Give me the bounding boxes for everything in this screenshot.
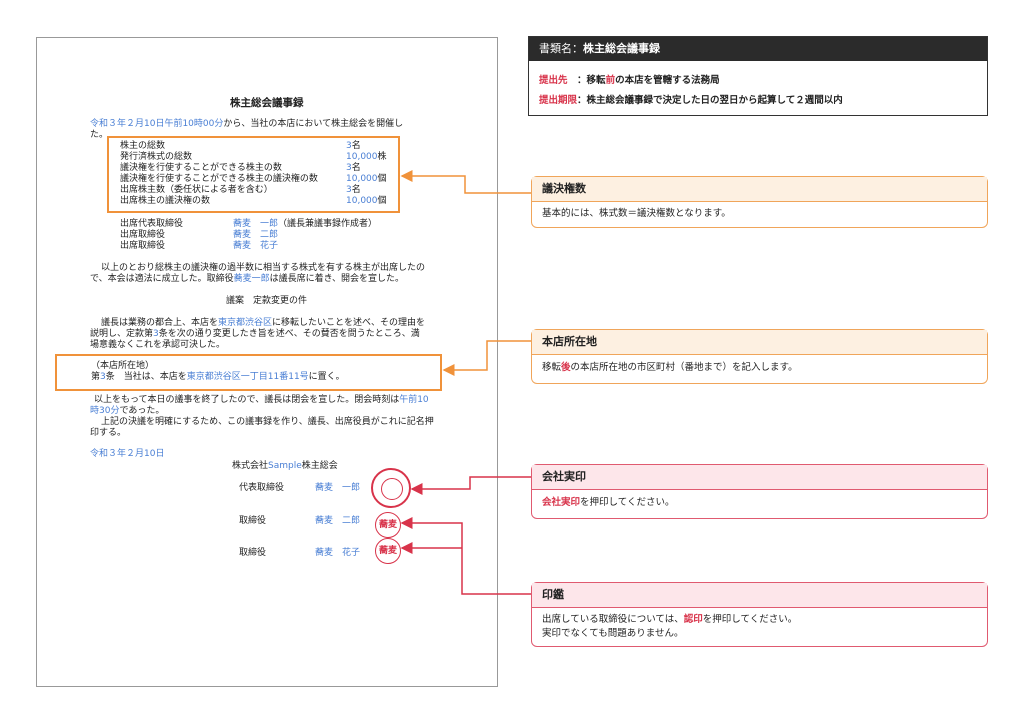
callout-body: 基本的には、株式数＝議決権数となります。	[542, 208, 731, 219]
signatory-role: 代表取締役	[239, 483, 285, 493]
signatory-role: 取締役	[239, 516, 267, 526]
minutes-document: 株主総会議事録 令和３年２月10日午前10時00分から、当社の本店において株主総…	[36, 37, 498, 687]
stat-value: 10,000株	[346, 152, 387, 162]
stat-row: 出席株主の議決権の数	[120, 196, 211, 206]
proposal-line1: 議長は業務の都合上、本店を東京都渋谷区に移転したいことを述べ、その理由を	[101, 318, 426, 328]
company-seal-stamp	[371, 468, 411, 508]
officer-role: 出席取締役	[120, 230, 166, 240]
officer-role: 出席代表取締役	[120, 219, 184, 229]
proposal-line3: 場意義なくこれを承認可決した。	[90, 340, 226, 350]
intro-line2: た。	[90, 130, 109, 140]
agenda-title: 議案 定款変更の件	[226, 296, 308, 306]
intro-date: 令和３年２月10日午前10時00分	[90, 119, 224, 129]
officer-role: 出席取締役	[120, 241, 166, 251]
quorum-line1: 以上のとおり総株主の議決権の過半数に相当する株式を有する株主が出席したの	[101, 263, 426, 273]
callout-body: 会社実印を押印してください。	[542, 497, 675, 508]
signing-date: 令和３年２月10日	[90, 449, 165, 459]
article-heading: （本店所在地）	[91, 361, 155, 371]
stat-row: 議決権を行使することができる株主の議決権の数	[120, 174, 318, 184]
officer-name-row: 蕎麦 一郎（議長兼議事録作成者）	[233, 219, 378, 229]
voting-rights-highlight	[107, 136, 400, 213]
document-info-box: 書類名：株主総会議事録 提出先 ：移転前の本店を管轄する法務局 提出期限：株主総…	[528, 36, 988, 116]
closing-line1: 以上をもって本日の議事を終了したので、議長は閉会を宣した。閉会時刻は午前10	[94, 395, 429, 405]
submission-destination: 提出先 ：移転前の本店を管轄する法務局	[539, 75, 720, 86]
stat-row: 株主の総数	[120, 141, 166, 151]
signatory-name: 蕎麦 二郎	[315, 516, 361, 526]
stat-row: 発行済株式の総数	[120, 152, 193, 162]
stat-row: 出席株主数（委任状による者を含む）	[120, 185, 273, 195]
document-title: 株主総会議事録	[230, 97, 304, 109]
signatory-role: 取締役	[239, 548, 267, 558]
callout-head-office: 本店所在地 移転後の本店所在地の市区町村（番地まで）を記入します。	[531, 329, 988, 384]
callout-title: 議決権数	[532, 177, 987, 202]
voting-rights-arrow	[400, 170, 531, 194]
personal-seal-arrow-1	[400, 517, 531, 595]
officer-name: 蕎麦 花子	[233, 241, 279, 251]
callout-voting-rights: 議決権数 基本的には、株式数＝議決権数となります。	[531, 176, 988, 228]
stat-value: 10,000個	[346, 174, 387, 184]
company-name: 株式会社Sample株主総会	[232, 461, 338, 471]
officer-name: 蕎麦 二郎	[233, 230, 279, 240]
stat-value: 3名	[346, 163, 361, 173]
stat-value: 3名	[346, 185, 361, 195]
quorum-line2: で、本会は適法に成立した。取締役蕎麦一郎は議長席に着き、開会を宣した。	[90, 274, 405, 284]
callout-title: 印鑑	[532, 583, 987, 608]
closing-line2: 時30分であった。	[90, 406, 165, 416]
callout-title: 会社実印	[532, 465, 987, 490]
callout-company-seal: 会社実印 会社実印を押印してください。	[531, 464, 988, 519]
submission-deadline: 提出期限：株主総会議事録で決定した日の翌日から起算して２週間以内	[539, 95, 843, 106]
callout-personal-seal: 印鑑 出席している取締役については、認印を押印してください。実印でなくても問題あ…	[531, 582, 988, 647]
callout-title: 本店所在地	[532, 330, 987, 355]
closing-line3: 上記の決議を明確にするため、この議事録を作り、議長、出席役員がこれに記名押	[101, 417, 434, 427]
callout-body: 移転後の本店所在地の市区町村（番地まで）を記入します。	[542, 362, 798, 373]
stat-row: 議決権を行使することができる株主の数	[120, 163, 282, 173]
stat-value: 3名	[346, 141, 361, 151]
company-seal-arrow	[410, 476, 531, 495]
stat-value: 10,000個	[346, 196, 387, 206]
signatory-name: 蕎麦 一郎	[315, 483, 361, 493]
callout-body: 出席している取締役については、認印を押印してください。実印でなくても問題ありませ…	[542, 614, 798, 639]
document-type-bar: 書類名：株主総会議事録	[529, 37, 987, 61]
signatory-name: 蕎麦 花子	[315, 548, 361, 558]
article-text: 第3条 当社は、本店を東京都渋谷区一丁目11番11号に置く。	[91, 372, 345, 382]
intro-line: 令和３年２月10日午前10時00分から、当社の本店において株主総会を開催し	[90, 119, 403, 130]
intro-rest: から、当社の本店において株主総会を開催し	[223, 119, 404, 129]
head-office-arrow	[442, 340, 531, 376]
closing-line4: 印する。	[90, 428, 127, 438]
proposal-line2: 説明し、定款第3条を次の通り変更したき旨を述べ、その賛否を問うたところ、満	[90, 329, 420, 339]
head-office-highlight	[55, 354, 442, 391]
